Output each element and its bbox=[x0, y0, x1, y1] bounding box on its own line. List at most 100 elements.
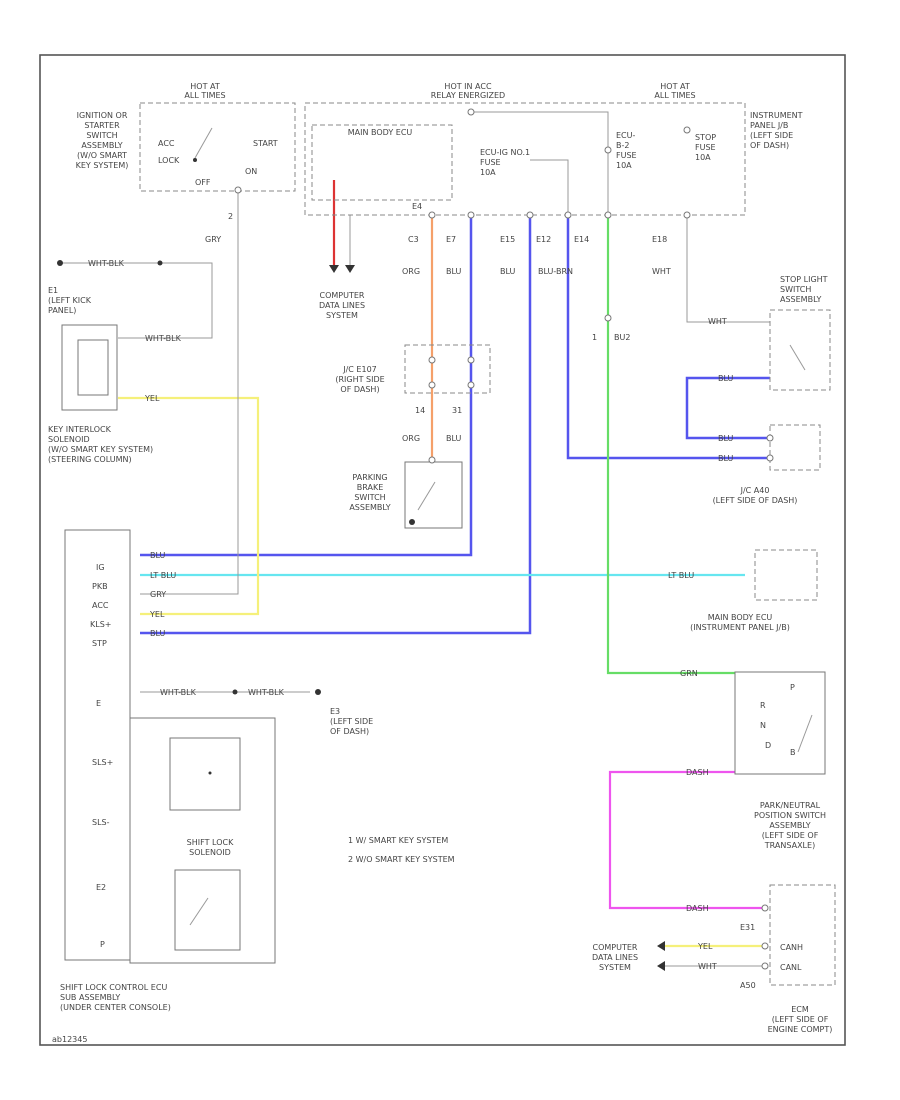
shift-lock-ecu-box bbox=[64, 529, 131, 961]
svg-text:(INSTRUMENT PANEL J/B): (INSTRUMENT PANEL J/B) bbox=[690, 623, 790, 632]
svg-text:J/C A40: J/C A40 bbox=[740, 486, 770, 495]
conn-e18: E18 bbox=[652, 235, 667, 244]
wire-grn: GRN bbox=[680, 669, 698, 678]
wire-gry-ecu: GRY bbox=[150, 590, 166, 599]
e3-label: E3 (LEFT SIDE OF DASH) bbox=[330, 707, 373, 736]
main-body-ip-label: MAIN BODY ECU (INSTRUMENT PANEL J/B) bbox=[690, 613, 790, 632]
svg-text:N: N bbox=[760, 721, 766, 730]
park-neutral-label: PARK/NEUTRAL POSITION SWITCH ASSEMBLY (L… bbox=[754, 801, 826, 850]
svg-text:E1: E1 bbox=[48, 286, 58, 295]
svg-text:SHIFT LOCK CONTROL ECU: SHIFT LOCK CONTROL ECU bbox=[60, 983, 167, 992]
ecm-label: ECM (LEFT SIDE OF ENGINE COMPT) bbox=[768, 1005, 833, 1034]
wire-wht-blk-1: WHT-BLK bbox=[88, 259, 125, 268]
shift-lock-ecu-label: SHIFT LOCK CONTROL ECU SUB ASSEMBLY (UND… bbox=[60, 983, 171, 1012]
wire-blue-2 bbox=[140, 215, 532, 635]
stop-light-box bbox=[769, 309, 831, 391]
svg-text:ASSEMBLY: ASSEMBLY bbox=[81, 141, 122, 150]
svg-text:PANEL): PANEL) bbox=[48, 306, 76, 315]
parking-brake-label: PARKING BRAKE SWITCH ASSEMBLY bbox=[349, 473, 390, 512]
wire-yel-ecm: YEL bbox=[697, 942, 713, 951]
footer-code: ab12345 bbox=[52, 1035, 87, 1044]
conn-c3: C3 bbox=[408, 235, 419, 244]
wire-blu-5: BLU bbox=[718, 434, 734, 443]
svg-text:KEY SYSTEM): KEY SYSTEM) bbox=[76, 161, 129, 170]
ignition-label: IGNITION OR STARTER SWITCH ASSEMBLY (W/O… bbox=[76, 111, 129, 170]
svg-text:(LEFT SIDE OF DASH): (LEFT SIDE OF DASH) bbox=[713, 496, 798, 505]
svg-text:FUSE: FUSE bbox=[480, 158, 501, 167]
wire-magenta bbox=[608, 770, 765, 910]
svg-text:PKB: PKB bbox=[92, 582, 108, 591]
svg-text:PARKING: PARKING bbox=[352, 473, 387, 482]
svg-text:STOP LIGHT: STOP LIGHT bbox=[780, 275, 828, 284]
wire-lt-blu: LT BLU bbox=[668, 571, 694, 580]
svg-text:FUSE: FUSE bbox=[616, 151, 637, 160]
wire-blu-6: BLU bbox=[718, 454, 734, 463]
svg-text:1 W/ SMART KEY SYSTEM: 1 W/ SMART KEY SYSTEM bbox=[348, 836, 448, 845]
wire-lt-blu-ecu: LT BLU bbox=[150, 571, 176, 580]
ign-acc: ACC bbox=[158, 139, 175, 148]
arrow-down-1 bbox=[329, 265, 339, 273]
wire-yel-1: YEL bbox=[144, 394, 160, 403]
gray-wires bbox=[60, 111, 770, 967]
hot-mid-2: RELAY ENERGIZED bbox=[431, 91, 505, 100]
conn-e7: E7 bbox=[446, 235, 456, 244]
svg-text:(STEERING COLUMN): (STEERING COLUMN) bbox=[48, 455, 132, 464]
jc-right-box bbox=[404, 344, 491, 394]
shift-lock-solenoid-label: SHIFT LOCK SOLENOID bbox=[187, 838, 234, 857]
colored-wires bbox=[118, 180, 770, 948]
wire-yellow bbox=[118, 396, 260, 616]
computer-data-lines-top: COMPUTER DATA LINES SYSTEM bbox=[319, 291, 365, 320]
svg-text:10A: 10A bbox=[616, 161, 632, 170]
conn-n1-green: 1 bbox=[592, 333, 597, 342]
key-interlock-coil bbox=[77, 339, 109, 396]
jc-right-label: J/C E107 (RIGHT SIDE OF DASH) bbox=[335, 365, 384, 394]
parking-brake-box bbox=[404, 461, 463, 529]
arrow-left-2 bbox=[657, 961, 665, 971]
svg-text:OF DASH): OF DASH) bbox=[330, 727, 369, 736]
svg-text:TRANSAXLE): TRANSAXLE) bbox=[764, 841, 815, 850]
conn-n2-ign: 2 bbox=[228, 212, 233, 221]
wire-blu-ecu-1: BLU bbox=[150, 551, 166, 560]
hot-left-2: ALL TIMES bbox=[184, 91, 225, 100]
svg-text:IGNITION OR: IGNITION OR bbox=[77, 111, 128, 120]
ecm-pin-labels: E31 CANH CANL A50 bbox=[740, 923, 803, 990]
svg-text:(UNDER CENTER CONSOLE): (UNDER CENTER CONSOLE) bbox=[60, 1003, 171, 1012]
svg-text:A50: A50 bbox=[740, 981, 756, 990]
svg-text:POSITION SWITCH: POSITION SWITCH bbox=[754, 811, 826, 820]
e2-switch-box bbox=[174, 869, 241, 951]
svg-text:ECU-: ECU- bbox=[616, 131, 635, 140]
shift-lock-solenoid-box bbox=[169, 737, 241, 811]
park-neutral-box bbox=[734, 671, 826, 775]
wire-yel-ecu: YEL bbox=[149, 610, 165, 619]
ecu-pin-labels: IG PKB ACC KLS+ STP E bbox=[90, 563, 111, 708]
diagram-frame bbox=[39, 54, 846, 1046]
svg-text:OF DASH): OF DASH) bbox=[340, 385, 379, 394]
svg-text:SYSTEM: SYSTEM bbox=[599, 963, 631, 972]
main-body-ecu-box bbox=[311, 124, 453, 201]
svg-text:ECU-IG NO.1: ECU-IG NO.1 bbox=[480, 148, 530, 157]
main-body-ecu-label: MAIN BODY ECU bbox=[348, 128, 413, 137]
svg-text:SLS+: SLS+ bbox=[92, 758, 113, 767]
svg-text:10A: 10A bbox=[695, 153, 711, 162]
wire-wht-blk-3: WHT-BLK bbox=[160, 688, 197, 697]
svg-text:MAIN BODY ECU: MAIN BODY ECU bbox=[708, 613, 773, 622]
svg-text:KLS+: KLS+ bbox=[90, 620, 111, 629]
fuse-ecu-ig: ECU-IG NO.1 FUSE 10A bbox=[480, 148, 530, 177]
svg-text:ECM: ECM bbox=[791, 1005, 809, 1014]
svg-text:(LEFT SIDE OF: (LEFT SIDE OF bbox=[772, 1015, 829, 1024]
conn-14: 14 bbox=[415, 406, 425, 415]
conn-e15: E15 bbox=[500, 235, 515, 244]
shift-lock-inner-box bbox=[129, 717, 276, 964]
svg-text:(LEFT KICK: (LEFT KICK bbox=[48, 296, 92, 305]
hot-mid-1: HOT IN ACC bbox=[444, 82, 492, 91]
computer-data-lines-bottom: COMPUTER DATA LINES SYSTEM bbox=[592, 943, 638, 972]
wire-blu-2: BLU bbox=[500, 267, 516, 276]
main-body-ip-box bbox=[754, 549, 818, 601]
conn-e12: E12 bbox=[536, 235, 551, 244]
wire-blue-3 bbox=[566, 215, 770, 460]
ign-start: START bbox=[253, 139, 278, 148]
svg-text:COMPUTER: COMPUTER bbox=[320, 291, 365, 300]
svg-text:SHIFT LOCK: SHIFT LOCK bbox=[187, 838, 234, 847]
wire-dash-2: DASH bbox=[686, 904, 709, 913]
svg-text:(LEFT SIDE: (LEFT SIDE bbox=[750, 131, 793, 140]
